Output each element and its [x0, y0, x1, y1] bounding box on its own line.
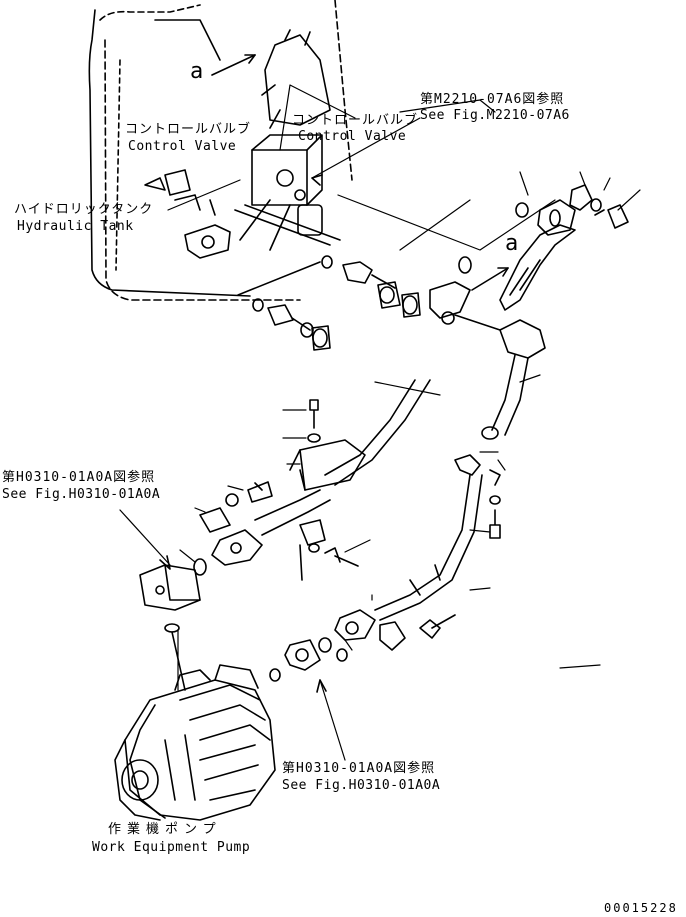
- flange-block: [139, 564, 281, 691]
- control-valve2-jp-label: コントロールバルブ: [292, 113, 419, 128]
- fig-ref2-jp-label: 第H0310-01A0A図参照: [2, 470, 156, 485]
- pump-jp-label: 作業機ポンプ: [108, 822, 222, 837]
- control-valve-en-label: Control Valve: [128, 139, 237, 154]
- tank-fittings: [144, 169, 341, 259]
- upper-hose: [429, 184, 629, 440]
- marker-a-top: a: [190, 59, 204, 84]
- control-valve-jp-label: コントロールバルブ: [125, 122, 252, 137]
- fig-ref1-en-label: See Fig.M2210-07A6: [420, 108, 570, 123]
- hydraulic-tank: [88, 0, 353, 301]
- fig-ref3-en-label: See Fig.H0310-01A0A: [282, 778, 441, 793]
- pressure-hose: [284, 454, 501, 671]
- pump-en-label: Work Equipment Pump: [92, 840, 251, 855]
- fig-ref2-en-label: See Fig.H0310-01A0A: [2, 487, 161, 502]
- leader-lines: [119, 84, 641, 761]
- fig-ref3-jp-label: 第H0310-01A0A図参照: [282, 761, 436, 776]
- control-valve2-en-label: Control Valve: [298, 129, 407, 144]
- marker-a-right: a: [505, 231, 519, 256]
- bolts: [225, 399, 501, 639]
- hydraulic-tank-jp-label: ハイドロリックタンク: [14, 202, 154, 217]
- upper-fittings: [237, 255, 421, 351]
- fig-ref1-jp-label: 第M2210-07A6図参照: [420, 92, 565, 107]
- arrows: [159, 54, 509, 693]
- suction-line: [193, 379, 431, 581]
- work-equipment-pump: [114, 664, 276, 821]
- hydraulic-tank-en-label: Hydraulic Tank: [17, 219, 134, 234]
- part-number: 00015228: [604, 901, 678, 915]
